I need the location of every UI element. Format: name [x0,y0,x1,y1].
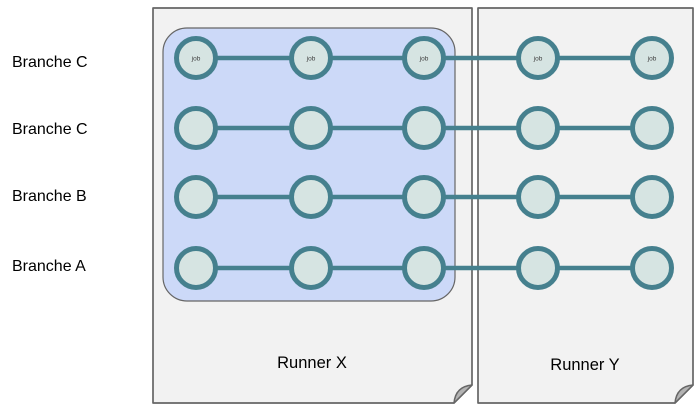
job-node [516,246,560,290]
job-node-label: job [533,56,543,63]
job-node [174,175,218,219]
job-node-label: job [419,56,429,63]
job-node [402,36,446,80]
job-node [289,175,333,219]
job-node-labels: job job job job job [191,56,657,63]
fold-corner-icon [453,384,473,404]
job-node [630,106,674,150]
job-nodes [174,36,674,290]
job-node [516,36,560,80]
runner-y-container: Runner Y [477,7,694,404]
fold-corner-icon [674,384,694,404]
job-node [630,175,674,219]
job-node [516,175,560,219]
branch-label: Branche B [12,188,87,205]
job-node-label: job [306,56,316,63]
job-node [289,246,333,290]
job-node [630,36,674,80]
job-node-label: job [647,56,657,63]
job-node [402,246,446,290]
job-node [289,36,333,80]
job-node [630,246,674,290]
group-highlight [162,27,456,302]
job-node [289,106,333,150]
branch-label: Branche C [12,121,88,138]
branch-label: Branche C [12,54,88,71]
job-node [402,175,446,219]
branch-label: Branche A [12,258,86,275]
job-node [402,106,446,150]
job-node [174,36,218,80]
runner-x-label: Runner X [277,354,347,372]
job-node [174,106,218,150]
job-node-label: job [191,56,201,63]
runner-y-label: Runner Y [550,356,619,374]
job-node [174,246,218,290]
job-node [516,106,560,150]
